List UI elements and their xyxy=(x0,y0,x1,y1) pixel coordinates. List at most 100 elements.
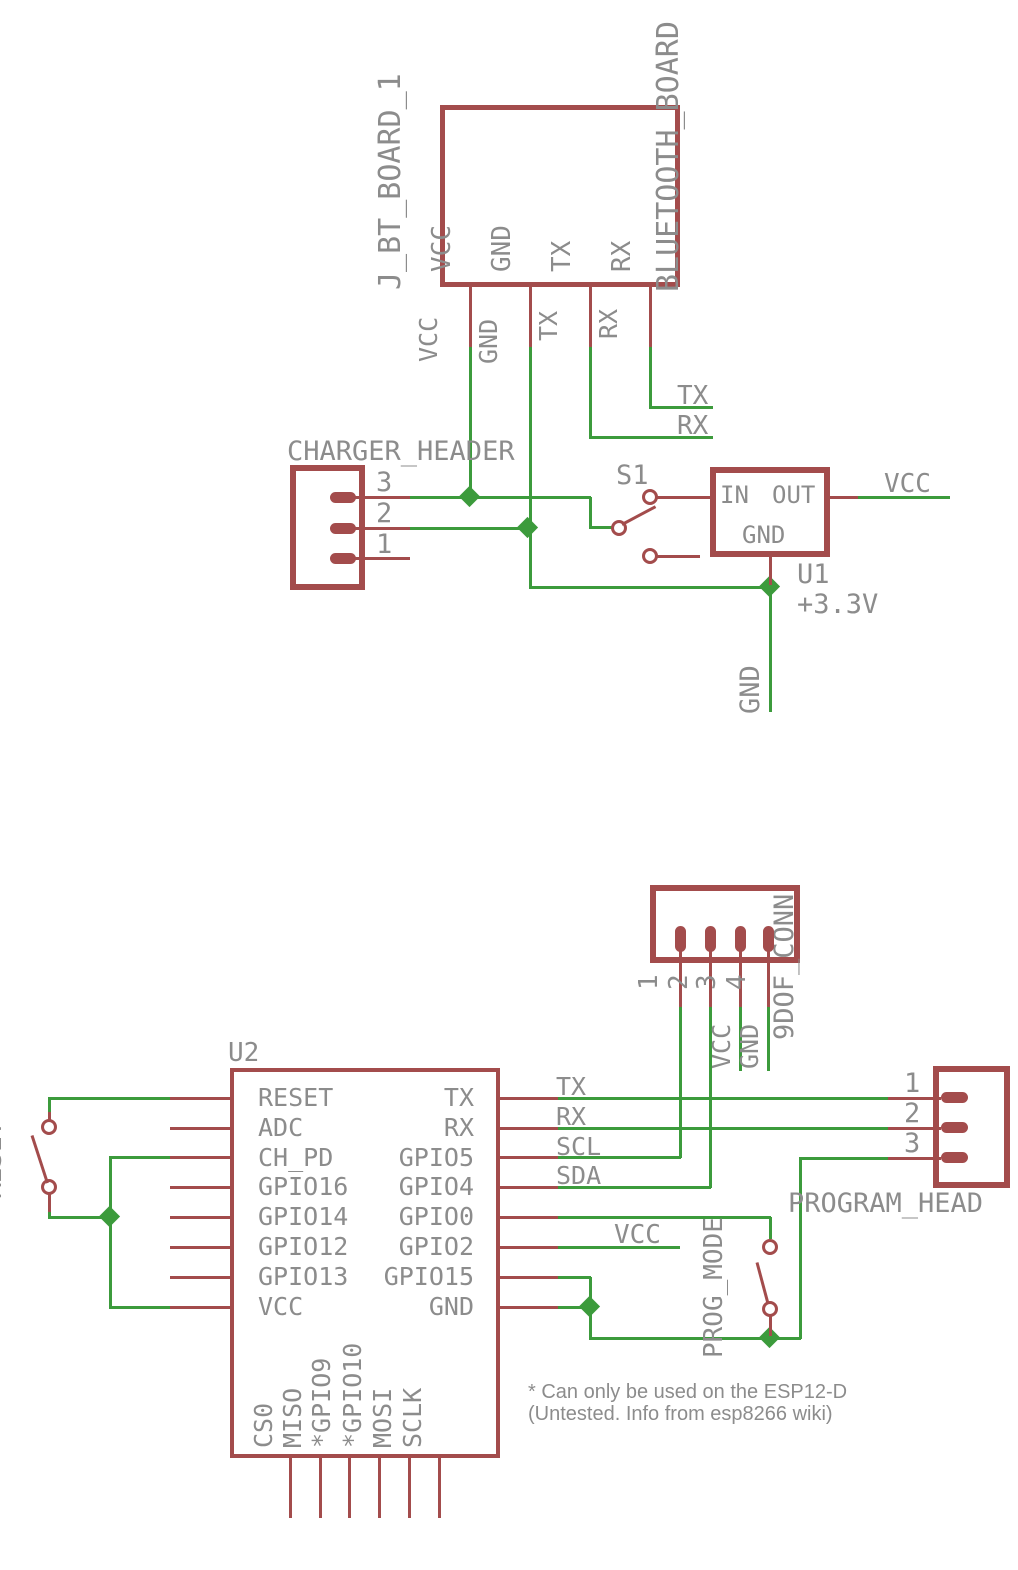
net-label-rx: RX xyxy=(594,308,623,339)
net-label-vcc: VCC xyxy=(707,1023,736,1069)
switch-lever xyxy=(621,505,657,526)
charger-pin-number: 1 xyxy=(376,529,393,560)
stub-label-rx: RX xyxy=(677,411,709,441)
wire-9dof-vcc xyxy=(739,1007,742,1071)
program-pin-stub xyxy=(888,1127,941,1130)
junction-dot xyxy=(98,1205,121,1228)
u2-pin-stub xyxy=(170,1276,230,1279)
9dof-pin-stub xyxy=(709,950,712,1008)
net-label-rx: RX xyxy=(556,1102,587,1131)
wire-reset xyxy=(48,1097,51,1114)
u2-pin-gpio0: GPIO0 xyxy=(398,1202,474,1231)
net-label-gnd: GND xyxy=(735,665,766,714)
u2-pin-stub xyxy=(500,1127,558,1130)
net-label-gnd: GND xyxy=(474,318,503,364)
program-pin-pad xyxy=(941,1092,968,1103)
u2-pin-gpio15: GPIO15 xyxy=(383,1262,474,1291)
wire-batt-minus xyxy=(410,527,529,530)
note-line-1: * Can only be used on the ESP12-D xyxy=(528,1381,848,1403)
u2-pin-gpio4: GPIO4 xyxy=(398,1172,474,1201)
bt-board-outline xyxy=(440,105,680,287)
switch-wire xyxy=(656,496,710,499)
u2-pin-rx: RX xyxy=(443,1113,474,1142)
u2-pin-mosi: MOSI xyxy=(368,1387,397,1448)
charger-pin-pad xyxy=(330,553,356,564)
bt-pin-stub xyxy=(469,287,472,348)
bt-pin-tx: TX xyxy=(547,240,577,272)
wire-net-rx xyxy=(558,1127,888,1130)
wire-batt-plus xyxy=(589,497,592,528)
charger-pin-stub xyxy=(354,496,410,499)
u2-pin-stub xyxy=(438,1456,441,1518)
9dof-pin-number: 2 xyxy=(664,974,694,990)
9dof-pin-pad xyxy=(705,926,716,952)
9dof-pin-stub xyxy=(679,950,682,1008)
switch-contact xyxy=(41,1119,57,1135)
wire-rx xyxy=(649,347,652,408)
u2-pin-gnd: GND xyxy=(428,1292,474,1321)
switch-wire xyxy=(48,1112,51,1121)
u2-outline xyxy=(230,1068,500,1458)
wire-batt-plus xyxy=(410,496,591,499)
switch-lever xyxy=(755,1262,770,1304)
u1-outline xyxy=(710,467,830,557)
wire-net-sda xyxy=(558,1186,711,1189)
u2-pin-stub xyxy=(170,1097,230,1100)
u1-pin-out: OUT xyxy=(772,481,816,509)
wire-vcc xyxy=(469,347,472,498)
bt-pin-stub xyxy=(589,287,592,348)
bt-pin-rx: RX xyxy=(607,240,637,272)
u2-pin-gpio12: GPIO12 xyxy=(258,1232,349,1261)
net-label-vcc-gpio2: VCC xyxy=(614,1220,661,1250)
bt-pin-stub xyxy=(649,287,652,348)
u2-pin-stub xyxy=(500,1306,558,1309)
wire-gnd xyxy=(769,588,772,712)
u2-pin-stub xyxy=(170,1186,230,1189)
note-line-2: (Untested. Info from esp8266 wiki) xyxy=(528,1403,833,1425)
wire-gnd xyxy=(529,347,532,587)
wire-gpio15 xyxy=(589,1337,801,1340)
wire-rx xyxy=(649,406,713,409)
wire-gpio15 xyxy=(558,1276,591,1279)
program-pin-pad xyxy=(941,1122,968,1133)
u2-pin-miso: MISO xyxy=(278,1387,307,1448)
junction-dot xyxy=(458,485,481,508)
wire-batt-plus xyxy=(589,526,612,529)
u2-pin-gpio5: GPIO5 xyxy=(398,1143,474,1172)
program-pin-number: 3 xyxy=(904,1128,921,1159)
wire-tx xyxy=(589,347,592,438)
u2-pin-stub xyxy=(319,1456,322,1518)
u2-ref: U2 xyxy=(228,1038,260,1068)
program-pin-pad xyxy=(941,1152,968,1163)
u2-pin-stub xyxy=(289,1456,292,1518)
net-label-vcc: VCC xyxy=(414,316,443,362)
wire-tx xyxy=(589,436,713,439)
wire-vcc-left xyxy=(109,1306,170,1309)
program-head-title: PROGRAM_HEAD xyxy=(788,1188,984,1219)
u1-ref: U1 xyxy=(797,559,830,590)
bt-pin-stub xyxy=(529,287,532,348)
u2-pin-gpio9: *GPIO9 xyxy=(307,1357,336,1448)
net-label-vcc: VCC xyxy=(884,469,931,499)
charger-pin-number: 2 xyxy=(376,498,393,529)
junction-dot xyxy=(516,516,539,539)
switch-wire xyxy=(48,1194,51,1214)
u2-pin-chpd: CH_PD xyxy=(258,1143,334,1172)
net-label-sda: SDA xyxy=(556,1161,602,1190)
u2-pin-stub xyxy=(500,1276,558,1279)
wire-net-scl xyxy=(558,1156,681,1159)
wire-9dof-gnd xyxy=(767,1007,770,1071)
u2-pin-vcc: VCC xyxy=(258,1292,304,1321)
charger-pin-stub xyxy=(354,527,410,530)
program-pin-stub xyxy=(888,1097,941,1100)
bt-pin-vcc: VCC xyxy=(427,225,457,272)
9dof-pin-stub xyxy=(767,950,770,1008)
charger-pin-number: 3 xyxy=(376,467,393,498)
9dof-pin-stub xyxy=(739,950,742,1008)
9dof-pin-pad xyxy=(763,926,774,952)
bt-board-value: BLUETOOTH_BOARD xyxy=(651,21,686,292)
u2-pin-stub xyxy=(170,1306,230,1309)
u1-gnd-stub xyxy=(769,557,772,585)
net-label-scl: SCL xyxy=(556,1132,602,1161)
program-pin-stub xyxy=(888,1157,941,1160)
